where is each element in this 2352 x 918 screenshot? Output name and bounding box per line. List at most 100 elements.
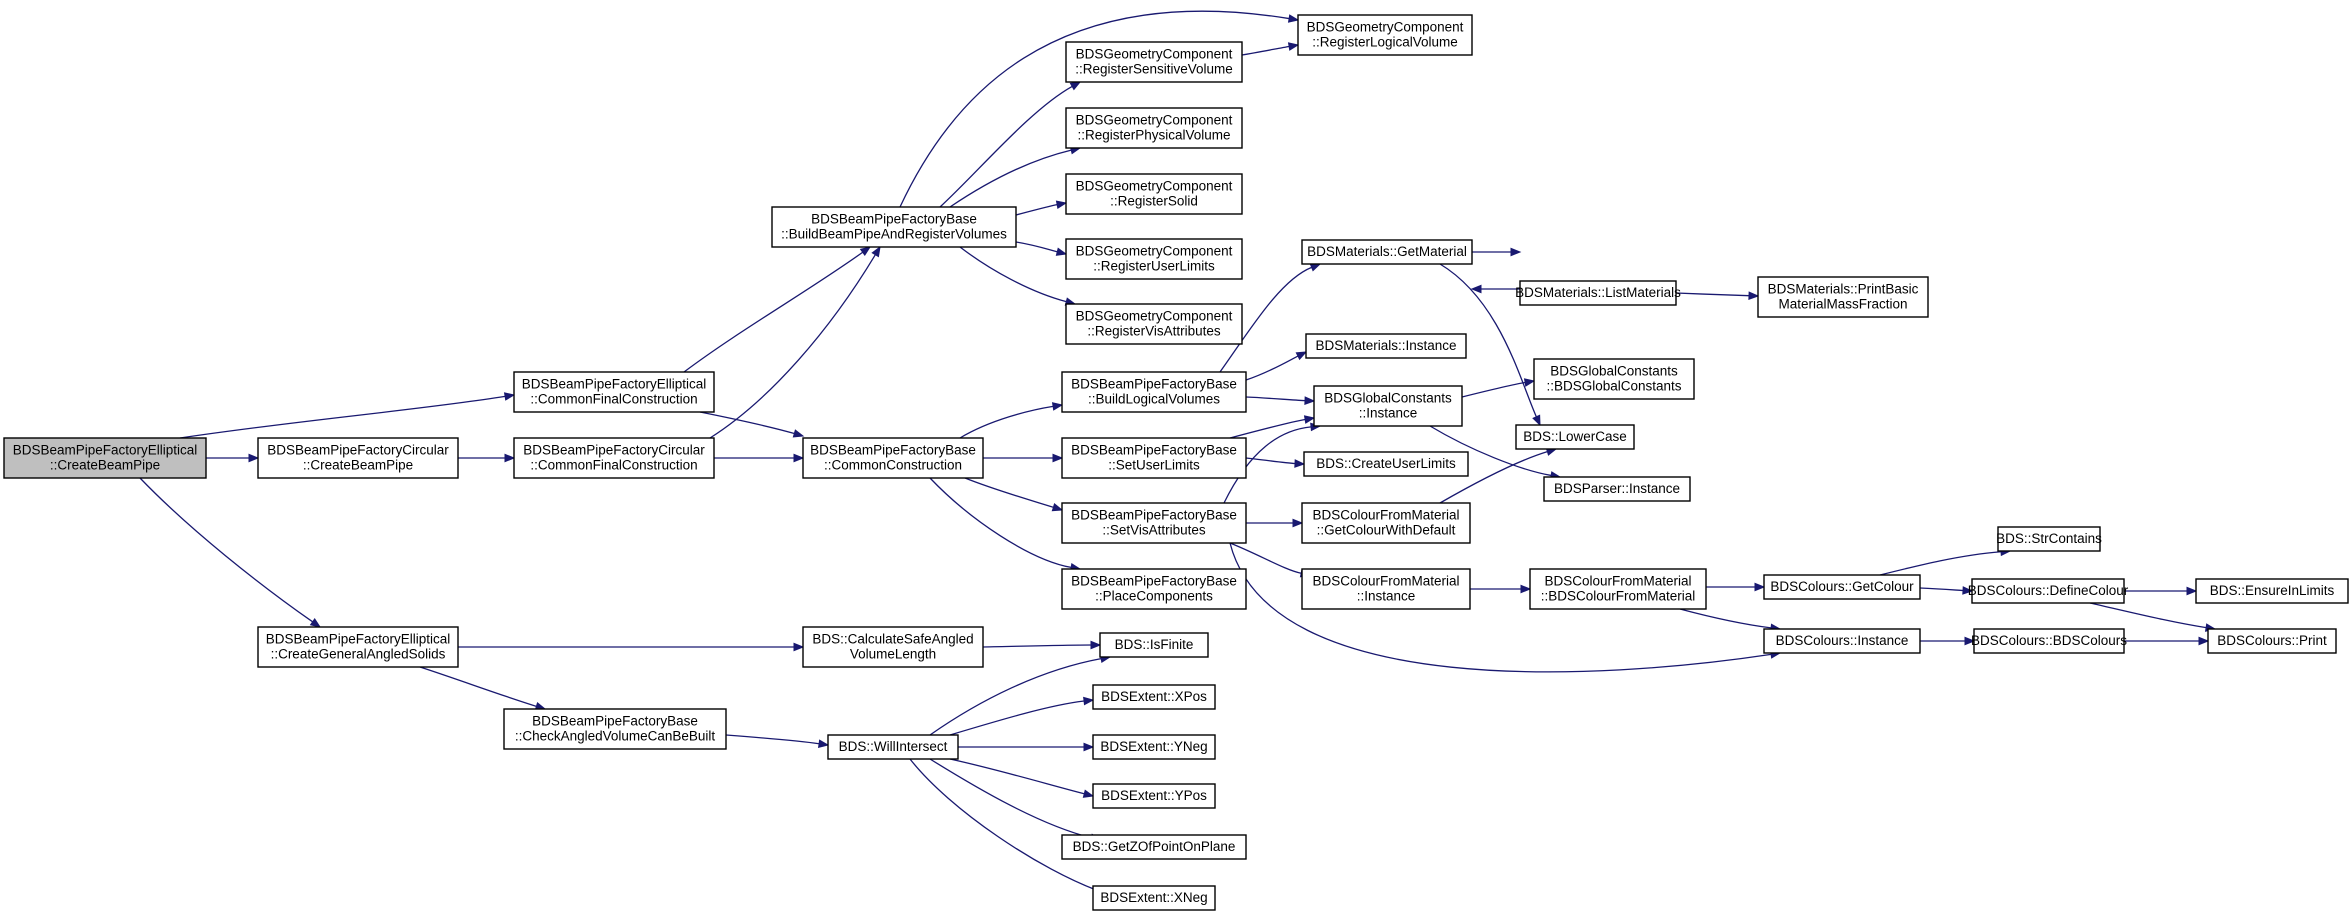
node-bdscolourfrommaterial-getcolourwithdefault[interactable]: BDSColourFromMaterial::GetColourWithDefa… (1301, 502, 1471, 544)
node-box[interactable] (1973, 628, 2125, 654)
node-bdsgeometrycomponent-registerphysicalvolume[interactable]: BDSGeometryComponent::RegisterPhysicalVo… (1065, 107, 1243, 149)
node-box[interactable] (1297, 14, 1473, 56)
node-box[interactable] (1301, 239, 1473, 265)
root-node-box[interactable] (3, 437, 207, 479)
node-box[interactable] (1533, 358, 1695, 400)
node-bdsbeampipefactorybase-placecomponents[interactable]: BDSBeamPipeFactoryBase::PlaceComponents (1061, 568, 1247, 610)
edge-bdsbeampipefactorybase-commonconstruction-to-bdsbeampipefactorybase-setuserlimits (982, 453, 1064, 463)
node-bdsbeampipefactorybase-setvisattributes[interactable]: BDSBeamPipeFactoryBase::SetVisAttributes (1061, 502, 1247, 544)
node-bdsextent-yneg[interactable]: BDSExtent::YNeg (1092, 734, 1216, 760)
node-bdsmaterials-printbasicmaterialmassfraction[interactable]: BDSMaterials::PrintBasicMaterialMassFrac… (1757, 276, 1929, 318)
node-box[interactable] (2207, 628, 2337, 654)
node-bdsgeometrycomponent-registersensitivevolume[interactable]: BDSGeometryComponent::RegisterSensitiveV… (1065, 41, 1243, 83)
edge-bdsmaterials-listmaterials-to-bdsmaterials-getmaterial (1470, 284, 1520, 294)
edge-arrowhead (1510, 247, 1522, 257)
node-bdscolourfrommaterial-instance[interactable]: BDSColourFromMaterial::Instance (1301, 568, 1471, 610)
node-box[interactable] (1971, 578, 2125, 604)
node-box[interactable] (1092, 734, 1216, 760)
node-bds-lowercase[interactable]: BDS::LowerCase (1515, 424, 1635, 450)
node-bdsbeampipefactoryelliptical-commonfinalconstruction[interactable]: BDSBeamPipeFactoryElliptical::CommonFina… (513, 371, 715, 413)
node-box[interactable] (1519, 280, 1677, 306)
node-bds-willintersect[interactable]: BDS::WillIntersect (827, 734, 959, 760)
edge-line (139, 477, 313, 623)
node-box[interactable] (2195, 578, 2349, 604)
node-box[interactable] (1301, 568, 1471, 610)
node-bdsbeampipefactoryelliptical-createbeampipe[interactable]: BDSBeamPipeFactoryElliptical::CreateBeam… (3, 437, 207, 479)
node-box[interactable] (1529, 568, 1707, 610)
node-box[interactable] (771, 206, 1017, 248)
node-box[interactable] (1301, 502, 1471, 544)
node-box[interactable] (1092, 783, 1216, 809)
node-bdsbeampipefactorybase-commonconstruction[interactable]: BDSBeamPipeFactoryBase::CommonConstructi… (802, 437, 984, 479)
node-box[interactable] (1763, 628, 1921, 654)
node-box[interactable] (1065, 238, 1243, 280)
node-bdsmaterials-listmaterials[interactable]: BDSMaterials::ListMaterials (1515, 280, 1681, 306)
node-bdsglobalconstants-instance[interactable]: BDSGlobalConstants::Instance (1313, 385, 1463, 427)
node-box[interactable] (1065, 303, 1243, 345)
node-box[interactable] (1061, 437, 1247, 479)
node-box[interactable] (1305, 333, 1467, 359)
node-bdsbeampipefactorybase-setuserlimits[interactable]: BDSBeamPipeFactoryBase::SetUserLimits (1061, 437, 1247, 479)
node-bdscolours-getcolour[interactable]: BDSColours::GetColour (1763, 574, 1921, 600)
node-bdscolours-definecolour[interactable]: BDSColours::DefineColour (1968, 578, 2129, 604)
node-box[interactable] (257, 626, 459, 668)
node-bdsglobalconstants-bdsglobalconstants[interactable]: BDSGlobalConstants::BDSGlobalConstants (1533, 358, 1695, 400)
node-bdsgeometrycomponent-registersolid[interactable]: BDSGeometryComponent::RegisterSolid (1065, 173, 1243, 215)
edge-arrowhead (1052, 453, 1064, 463)
node-bds-getzofpointonplane[interactable]: BDS::GetZOfPointOnPlane (1061, 834, 1247, 860)
node-box[interactable] (1099, 632, 1209, 658)
node-label: BDSColours::Print (2217, 633, 2327, 648)
node-box[interactable] (1061, 834, 1247, 860)
node-box[interactable] (802, 626, 984, 668)
node-box[interactable] (1303, 451, 1469, 477)
node-bdsmaterials-getmaterial[interactable]: BDSMaterials::GetMaterial (1301, 239, 1473, 265)
node-label: BDSBeamPipeFactoryCircular (523, 443, 705, 458)
node-bdscolours-print[interactable]: BDSColours::Print (2207, 628, 2337, 654)
edge-bdsmaterials-getmaterial-to-bdsmaterials-listmaterials (1472, 247, 1522, 257)
node-box[interactable] (1061, 371, 1247, 413)
node-bds-strcontains[interactable]: BDS::StrContains (1996, 526, 2102, 552)
node-box[interactable] (513, 437, 715, 479)
node-bdsbeampipefactorybase-buildbeampipeandregistervolumes[interactable]: BDSBeamPipeFactoryBase::BuildBeamPipeAnd… (771, 206, 1017, 248)
node-box[interactable] (827, 734, 959, 760)
node-bdsgeometrycomponent-registervisattributes[interactable]: BDSGeometryComponent::RegisterVisAttribu… (1065, 303, 1243, 345)
node-bdsextent-xpos[interactable]: BDSExtent::XPos (1092, 684, 1216, 710)
node-box[interactable] (1065, 41, 1243, 83)
node-box[interactable] (1061, 502, 1247, 544)
node-bdsbeampipefactorycircular-commonfinalconstruction[interactable]: BDSBeamPipeFactoryCircular::CommonFinalC… (513, 437, 715, 479)
node-box[interactable] (1065, 173, 1243, 215)
node-box[interactable] (1997, 526, 2101, 552)
node-bdsbeampipefactoryelliptical-creategeneralangledsolids[interactable]: BDSBeamPipeFactoryElliptical::CreateGene… (257, 626, 459, 668)
node-bds-ensureinlimits[interactable]: BDS::EnsureInLimits (2195, 578, 2349, 604)
node-box[interactable] (1092, 885, 1216, 911)
node-bdsbeampipefactorycircular-createbeampipe[interactable]: BDSBeamPipeFactoryCircular::CreateBeamPi… (257, 437, 459, 479)
node-bdsmaterials-instance[interactable]: BDSMaterials::Instance (1305, 333, 1467, 359)
node-bdscolours-bdscolours[interactable]: BDSColours::BDSColours (1971, 628, 2127, 654)
node-box[interactable] (1313, 385, 1463, 427)
node-bdsextent-xneg[interactable]: BDSExtent::XNeg (1092, 885, 1216, 911)
node-box[interactable] (1515, 424, 1635, 450)
node-bdscolours-instance[interactable]: BDSColours::Instance (1763, 628, 1921, 654)
node-bds-isfinite[interactable]: BDS::IsFinite (1099, 632, 1209, 658)
node-box[interactable] (1757, 276, 1929, 318)
node-box[interactable] (1065, 107, 1243, 149)
node-box[interactable] (513, 371, 715, 413)
node-bdsbeampipefactorybase-checkangledvolumecanbebuilt[interactable]: BDSBeamPipeFactoryBase::CheckAngledVolum… (503, 708, 727, 750)
node-bdsgeometrycomponent-registeruserlimits[interactable]: BDSGeometryComponent::RegisterUserLimits (1065, 238, 1243, 280)
node-bdscolourfrommaterial-bdscolourfrommaterial[interactable]: BDSColourFromMaterial::BDSColourFromMate… (1529, 568, 1707, 610)
node-bdsgeometrycomponent-registerlogicalvolume[interactable]: BDSGeometryComponent::RegisterLogicalVol… (1297, 14, 1473, 56)
node-box[interactable] (503, 708, 727, 750)
node-box[interactable] (802, 437, 984, 479)
node-box[interactable] (1061, 568, 1247, 610)
edge-line (982, 644, 1092, 648)
node-box[interactable] (257, 437, 459, 479)
node-bdsbeampipefactorybase-buildlogicalvolumes[interactable]: BDSBeamPipeFactoryBase::BuildLogicalVolu… (1061, 371, 1247, 413)
node-bds-createuserlimits[interactable]: BDS::CreateUserLimits (1303, 451, 1469, 477)
node-label: BDSBeamPipeFactoryElliptical (13, 443, 198, 458)
node-box[interactable] (1092, 684, 1216, 710)
node-bdsextent-ypos[interactable]: BDSExtent::YPos (1092, 783, 1216, 809)
node-box[interactable] (1763, 574, 1921, 600)
node-box[interactable] (1543, 476, 1691, 502)
node-bdsparser-instance[interactable]: BDSParser::Instance (1543, 476, 1691, 502)
